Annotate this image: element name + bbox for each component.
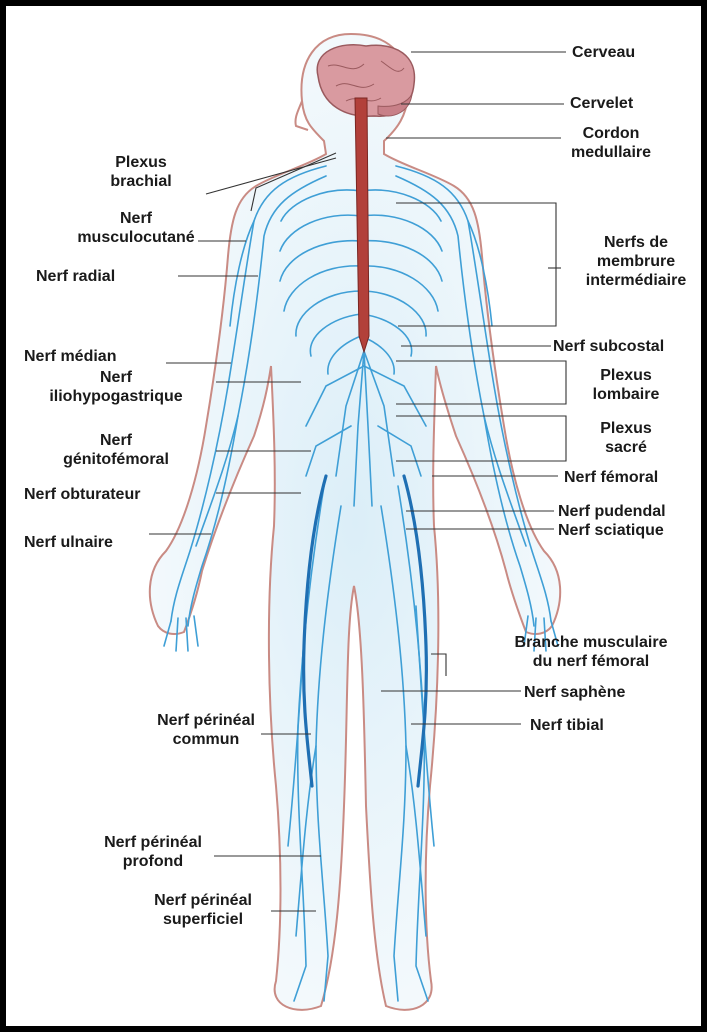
label-nerf-perineal-superficiel: Nerf périnéal superficiel [138,891,268,929]
label-nerf-perineal-profond: Nerf périnéal profond [88,833,218,871]
label-nerf-saphene: Nerf saphène [524,683,625,702]
label-nerf-ulnaire: Nerf ulnaire [24,533,113,552]
label-nerf-femoral: Nerf fémoral [564,468,658,487]
label-cerveau: Cerveau [572,43,635,62]
label-nerf-subcostal: Nerf subcostal [553,337,664,356]
label-nerf-sciatique: Nerf sciatique [558,521,664,540]
label-cervelet: Cervelet [570,94,633,113]
label-branche-musculaire: Branche musculaire du nerf fémoral [476,633,706,671]
label-nerf-obturateur: Nerf obturateur [24,485,140,504]
label-nerf-iliohypogastrique: Nerf iliohypogastrique [16,368,216,406]
label-nerf-genitofemoral: Nerf génitofémoral [36,431,196,469]
label-nerf-median: Nerf médian [24,347,116,366]
label-nerf-pudendal: Nerf pudendal [558,502,666,521]
label-plexus-lombaire: Plexus lombaire [576,366,676,404]
label-nerf-radial: Nerf radial [36,267,115,286]
label-plexus-sacre: Plexus sacré [576,419,676,457]
label-nerf-perineal-commun: Nerf périnéal commun [141,711,271,749]
label-nerfs-membrure-intermediaire: Nerfs de membrure intermédiaire [566,233,706,290]
label-nerf-tibial: Nerf tibial [530,716,604,735]
label-nerf-musculocutane: Nerf musculocutané [66,209,206,247]
label-plexus-brachial: Plexus brachial [81,153,201,191]
label-cordon-medullaire: Cordon medullaire [561,124,661,162]
